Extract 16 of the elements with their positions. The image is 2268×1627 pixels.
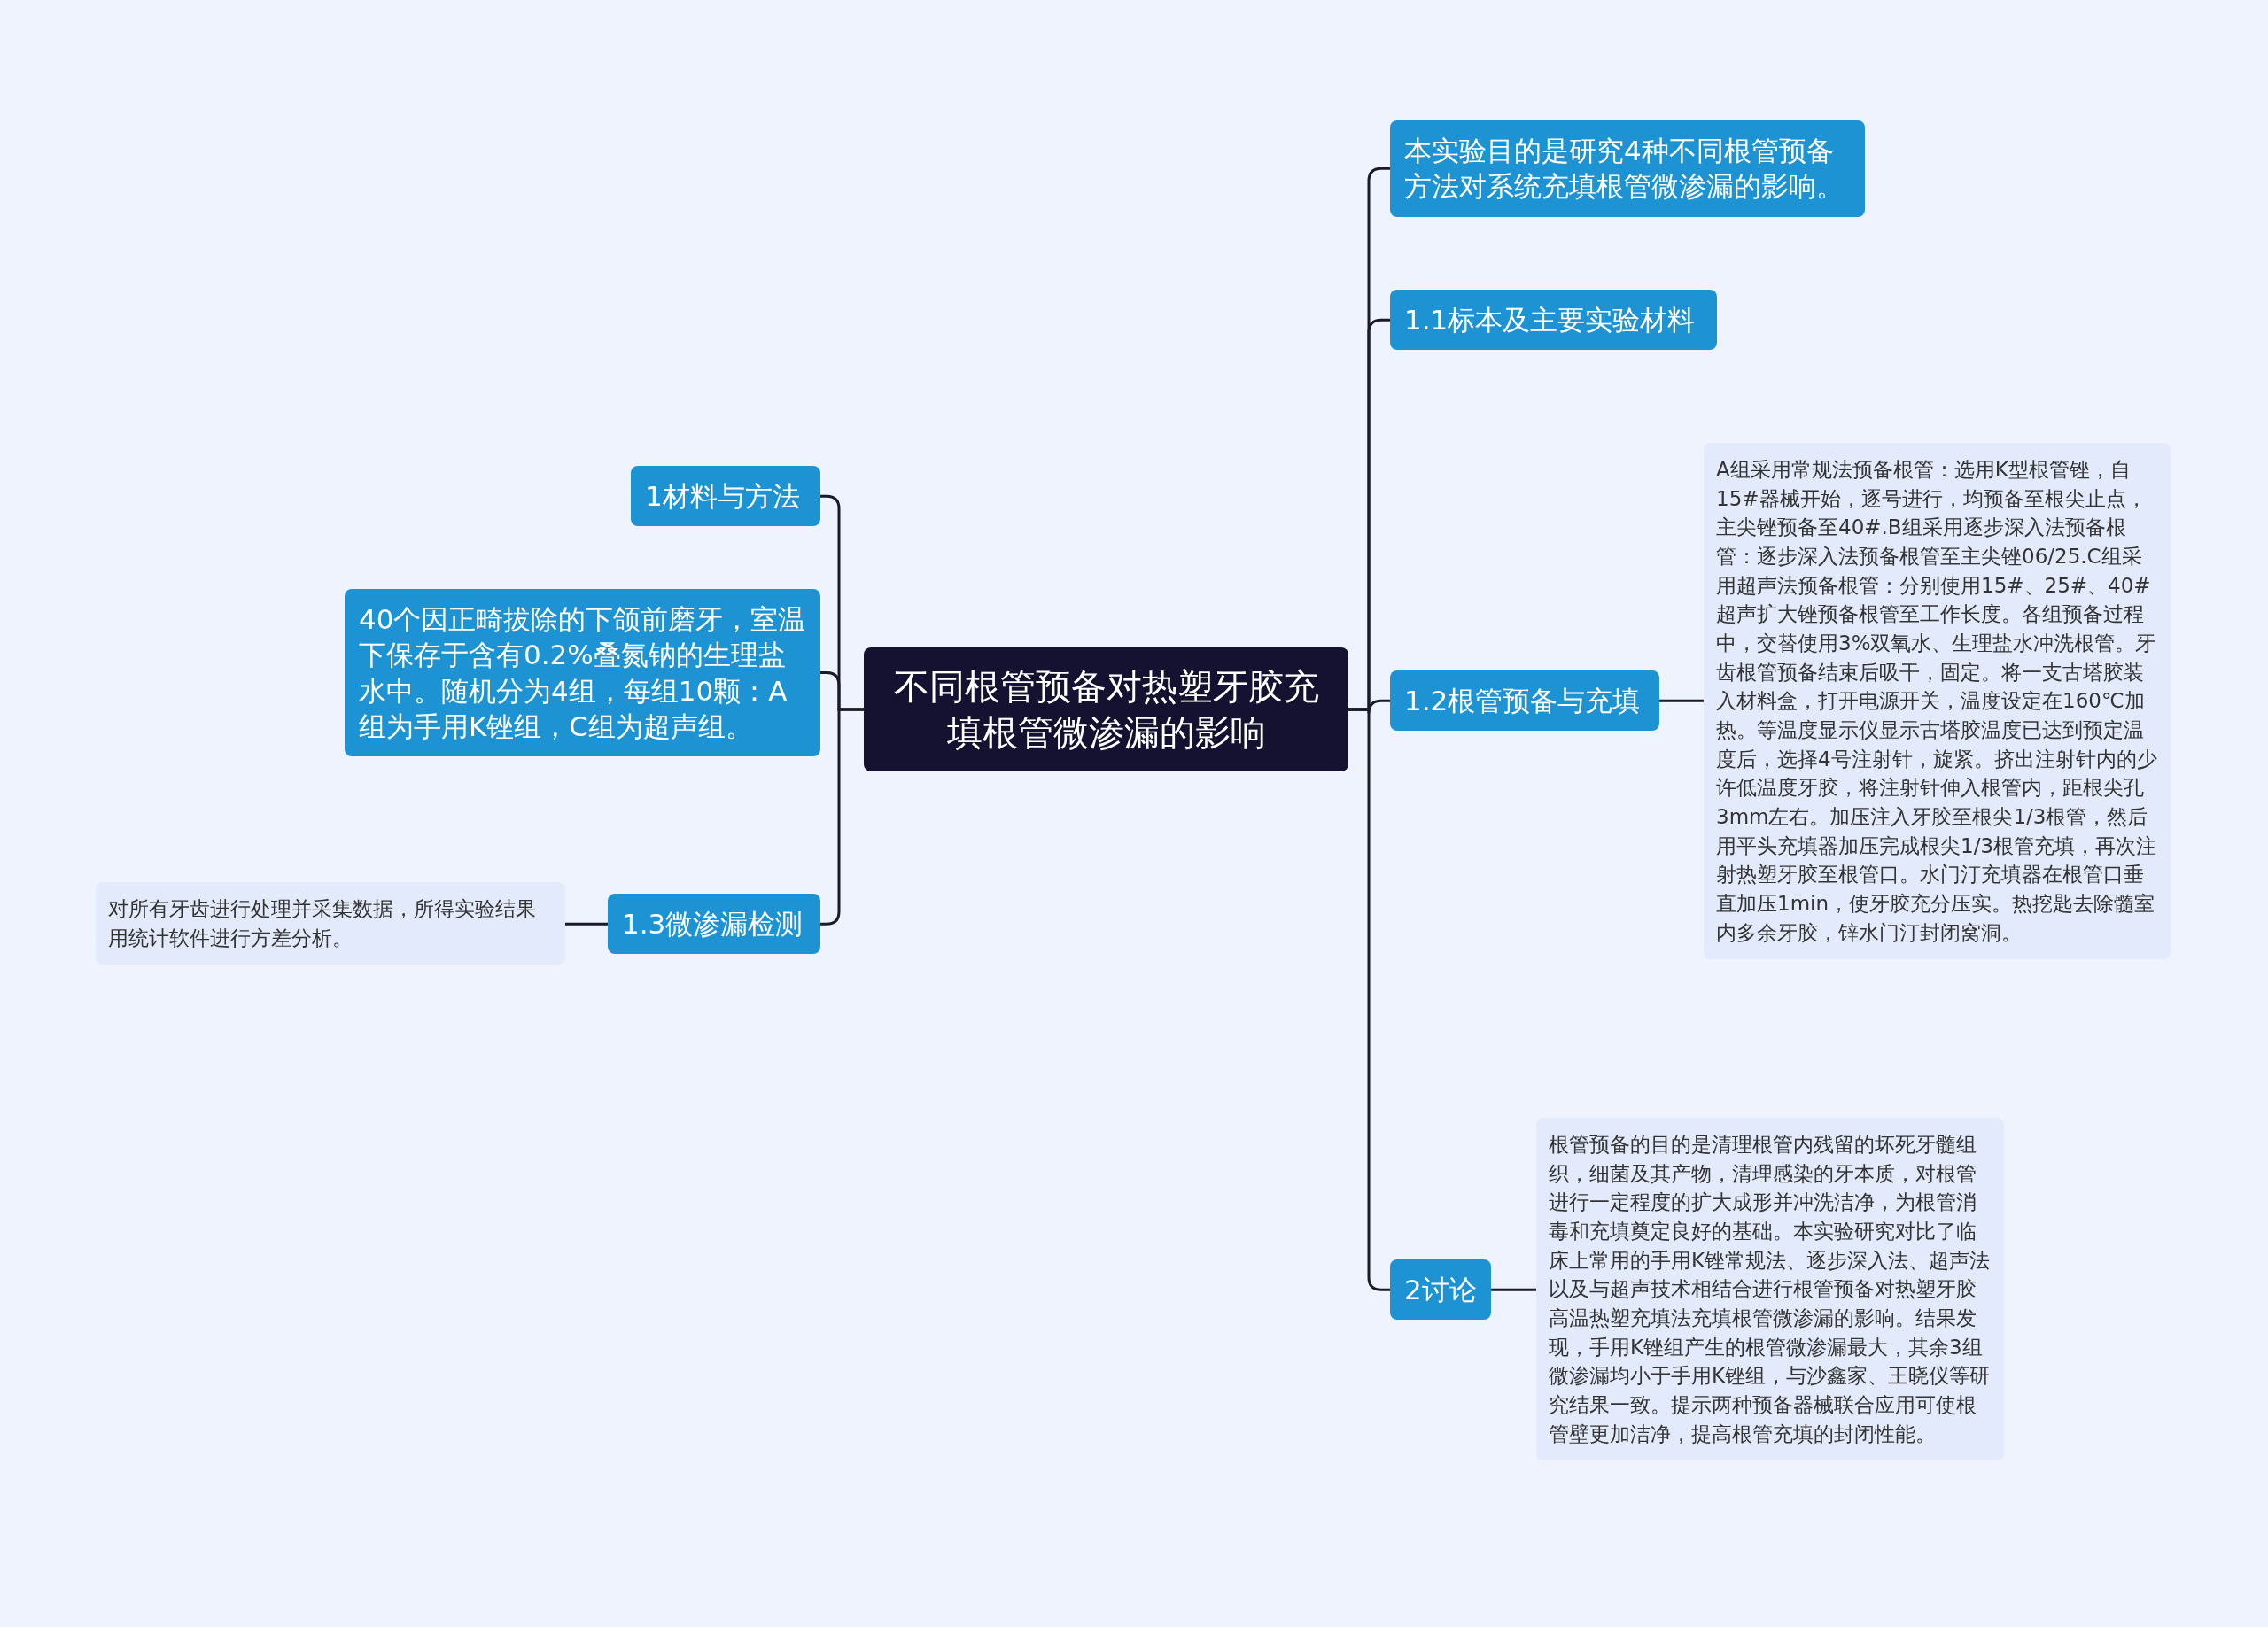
connector-line [565,922,608,926]
note-box: 根管预备的目的是清理根管内残留的坏死牙髓组织，细菌及其产物，清理感染的牙本质，对根管进行一定程度的扩大成形并冲洗洁净，为根管消毒和充填奠定良好的基础。本实验研究对比了临床上常用的手用K锉常规法、逐步深入法、超声法以及与超声技术相结合进行根管预备对热塑牙胶高温热塑充填法充填根管微渗漏的影响。结果发现，手用K锉组产生的根管微渗漏最大，其余3组微渗漏均小于手用K锉组，与沙鑫家、王晓仪等研究结果一致。提示两种预备器械联合应用可使根管壁更加洁净，提高根管充填的封闭性能。 [1536,1118,2004,1461]
note-box: 对所有牙齿进行处理并采集数据，所得实验结果用统计软件进行方差分析。 [96,882,565,965]
connector-line [1348,708,1390,1291]
topic-box: 1.3微渗漏检测 [608,894,820,955]
connector-line [1491,1288,1536,1291]
topic-box: 2讨论 [1390,1259,1491,1321]
topic-box: 40个因正畸拔除的下颌前磨牙，室温下保存于含有0.2%叠氮钠的生理盐水中。随机分为4组，每组10颗：A组为手用K锉组，C组为超声组。 [345,589,820,757]
note-box: A组采用常规法预备根管：选用K型根管锉，自15#器械开始，逐号进行，均预备至根尖止点，主尖锉预备至40#.B组采用逐步深入法预备根管：逐步深入法预备根管至主尖锉06/25.C组采用超声法预备根管：分别使用15#、25#、40#超声扩大锉预备根管至工作长度。各组预备过程中，交替使用3%双氧水、生理盐水冲洗根管。牙齿根管预备结束后吸干，固定。将一支古塔胶装入材料盒，打开电源开关，温度设定在160℃加热。等温度显示仪显示古塔胶温度已达到预定温度后，选择4号注射针，旋紧。挤出注射针内的少许低温度牙胶，将注射针伸入根管内，距根尖孔3mm左右。加压注入牙胶至根尖1/3根管，然后用平头充填器加压完成根尖1/3根管充填，再次注射热塑牙胶至根管口。水门汀充填器在根管口垂直加压1min，使牙胶充分压实。热挖匙去除髓室内多余牙胶，锌水门汀封闭窝洞。 [1704,443,2171,960]
topic-box: 1材料与方法 [631,466,820,527]
central-topic-box: 不同根管预备对热塑牙胶充填根管微渗漏的影响 [864,647,1348,771]
connector-line [1659,699,1704,702]
connector-line [820,708,864,926]
topic-box: 本实验目的是研究4种不同根管预备方法对系统充填根管微渗漏的影响。 [1390,120,1865,217]
topic-box: 1.2根管预备与充填 [1390,670,1659,732]
topic-box: 1.1标本及主要实验材料 [1390,290,1717,351]
